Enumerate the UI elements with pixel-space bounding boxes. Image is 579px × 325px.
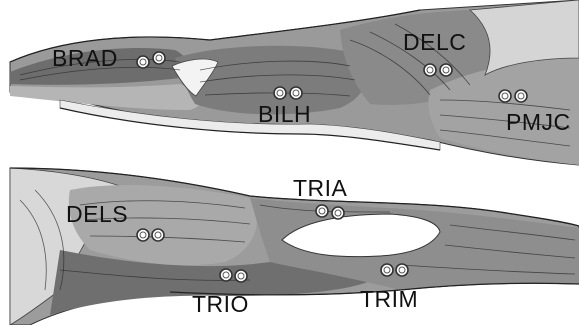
label-dels: DELS bbox=[66, 201, 128, 227]
back-arm-panel: DELS TRIA TRIO TRIM bbox=[10, 168, 579, 325]
label-brad: BRAD bbox=[52, 45, 118, 71]
label-bilh: BILH bbox=[258, 101, 311, 127]
label-trio: TRIO bbox=[192, 291, 249, 317]
label-trim: TRIM bbox=[360, 286, 418, 312]
upper-arm-panel: BRAD BILH DELC PMJC bbox=[10, 0, 579, 165]
label-pmjc: PMJC bbox=[506, 109, 571, 135]
label-delc: DELC bbox=[403, 29, 466, 55]
label-tria: TRIA bbox=[293, 175, 348, 201]
